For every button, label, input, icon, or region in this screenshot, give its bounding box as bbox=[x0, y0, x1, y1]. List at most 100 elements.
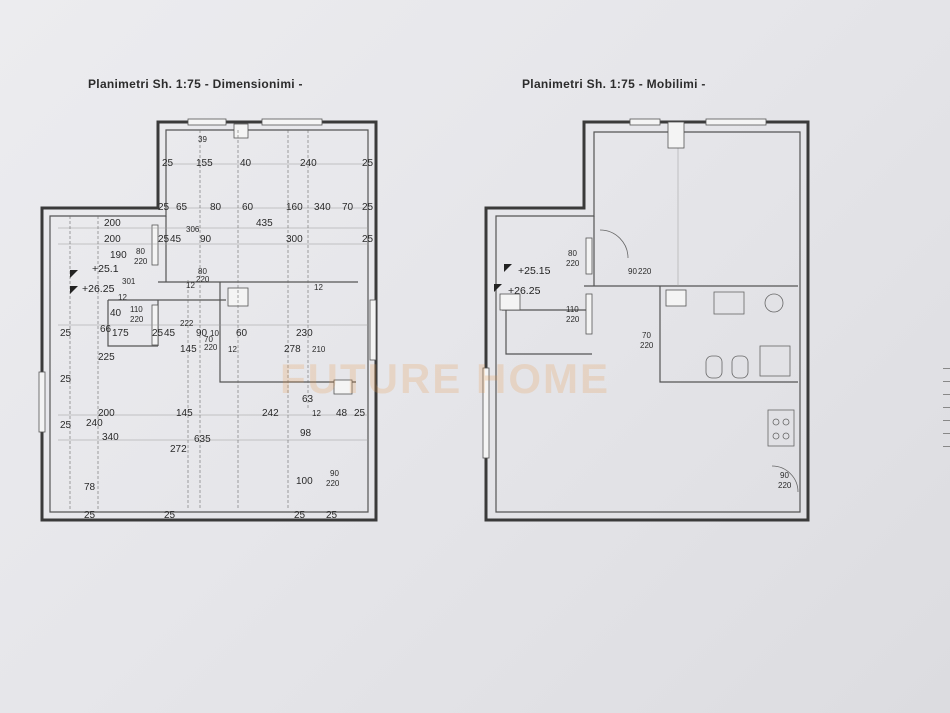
outer-wall bbox=[484, 120, 810, 522]
column bbox=[499, 293, 521, 311]
column bbox=[333, 379, 353, 395]
dim-label: 12 bbox=[314, 283, 323, 292]
dim-label: 25 bbox=[164, 510, 176, 521]
inner-wall bbox=[49, 129, 369, 513]
floor-plan-dimensions: +25.1 +26.25 25 155 40 240 25 25 65 80 6… bbox=[38, 118, 378, 522]
door-swing-icon bbox=[599, 229, 629, 259]
dim-label: 160 bbox=[286, 202, 303, 213]
dim-label: 25 bbox=[152, 328, 164, 339]
dim-label: 12 bbox=[118, 293, 127, 302]
partition-walls bbox=[502, 216, 798, 383]
level-marker-icon bbox=[70, 286, 78, 294]
stove-icon bbox=[767, 409, 795, 447]
shower-icon bbox=[759, 345, 791, 377]
dim-label: 45 bbox=[164, 328, 176, 339]
dim-label: 100 bbox=[296, 476, 313, 487]
washbasin-icon bbox=[764, 293, 784, 313]
window bbox=[585, 237, 593, 275]
dim-label: 40 bbox=[240, 158, 252, 169]
dim-label: 340 bbox=[314, 202, 331, 213]
burner-icon bbox=[772, 432, 780, 440]
dim-label: 39 bbox=[198, 135, 207, 144]
door-width: 90 bbox=[330, 469, 339, 478]
watermark-logo: FUTURE HOME bbox=[280, 355, 610, 402]
dim-label: 98 bbox=[300, 428, 312, 439]
outer-wall bbox=[40, 120, 378, 522]
dim-label: 10 bbox=[210, 329, 219, 338]
dim-label: 278 bbox=[284, 344, 301, 355]
dim-label: 45 bbox=[170, 234, 182, 245]
dimension-grid bbox=[58, 163, 368, 441]
level-marker-icon bbox=[70, 270, 78, 278]
window bbox=[369, 299, 377, 361]
dim-label: 25 bbox=[60, 420, 72, 431]
door-width: 80 bbox=[136, 247, 145, 256]
dim-label: 25 bbox=[362, 202, 374, 213]
window bbox=[482, 367, 490, 459]
plan-title-furnishing: Planimetri Sh. 1:75 - Mobilimi - bbox=[522, 77, 706, 91]
dim-label: 200 bbox=[104, 234, 121, 245]
dim-label: 25 bbox=[60, 374, 72, 385]
level-upper: +25.15 bbox=[518, 265, 551, 277]
door-height: 220 bbox=[778, 481, 792, 490]
dim-label: 25 bbox=[84, 510, 96, 521]
door-width: 90 bbox=[628, 267, 637, 276]
level-lower: +26.25 bbox=[82, 283, 115, 295]
dim-label: 190 bbox=[110, 250, 127, 261]
dim-label: 40 bbox=[110, 308, 122, 319]
dim-label: 25 bbox=[158, 234, 170, 245]
dim-label: 12 bbox=[228, 345, 237, 354]
window bbox=[629, 118, 661, 126]
level-marker-icon bbox=[504, 264, 512, 272]
window bbox=[261, 118, 323, 126]
door-height: 220 bbox=[326, 479, 340, 488]
partition-walls bbox=[107, 216, 358, 383]
dim-label: 25 bbox=[60, 328, 72, 339]
dim-label: 200 bbox=[104, 218, 121, 229]
door-height: 220 bbox=[638, 267, 652, 276]
dim-label: 635 bbox=[194, 434, 211, 445]
dim-label: 12 bbox=[312, 409, 321, 418]
dim-label: 66 bbox=[100, 324, 112, 335]
door-height: 220 bbox=[134, 257, 148, 266]
dim-label: 63 bbox=[302, 394, 314, 405]
dim-label: 225 bbox=[98, 352, 115, 363]
dim-label: 25 bbox=[162, 158, 174, 169]
dim-label: 80 bbox=[210, 202, 222, 213]
window bbox=[151, 224, 159, 266]
dim-label: 155 bbox=[196, 158, 213, 169]
dim-label: 25 bbox=[354, 408, 366, 419]
dimension-lines bbox=[69, 130, 309, 510]
door-width: 80 bbox=[568, 249, 577, 258]
window bbox=[38, 371, 46, 433]
dim-label: 200 bbox=[98, 408, 115, 419]
dim-label: 272 bbox=[170, 444, 187, 455]
kitchen-sink-icon bbox=[713, 291, 745, 315]
door-width: 110 bbox=[130, 305, 143, 314]
dim-label: 25 bbox=[326, 510, 338, 521]
burner-icon bbox=[782, 432, 790, 440]
level-marker-icon bbox=[494, 284, 502, 292]
door-width: 110 bbox=[566, 305, 579, 314]
door-height: 220 bbox=[196, 275, 210, 284]
dim-label: 78 bbox=[84, 482, 96, 493]
dim-label: 306 bbox=[186, 225, 200, 234]
dim-label: 240 bbox=[300, 158, 317, 169]
door-width: 70 bbox=[642, 331, 651, 340]
door-width: 70 bbox=[204, 335, 213, 344]
dim-label: 175 bbox=[112, 328, 129, 339]
burner-icon bbox=[782, 418, 790, 426]
dim-label: 242 bbox=[262, 408, 279, 419]
door-height: 220 bbox=[130, 315, 144, 324]
dim-label: 301 bbox=[122, 277, 136, 286]
dim-label: 210 bbox=[312, 345, 326, 354]
dim-label: 230 bbox=[296, 328, 313, 339]
inner-wall bbox=[495, 131, 801, 513]
dim-label: 145 bbox=[176, 408, 193, 419]
door-width: 80 bbox=[198, 267, 207, 276]
dim-label: 70 bbox=[342, 202, 354, 213]
door-height: 220 bbox=[566, 259, 580, 268]
level-upper: +25.1 bbox=[92, 263, 119, 275]
window bbox=[187, 118, 227, 126]
column bbox=[233, 123, 249, 139]
